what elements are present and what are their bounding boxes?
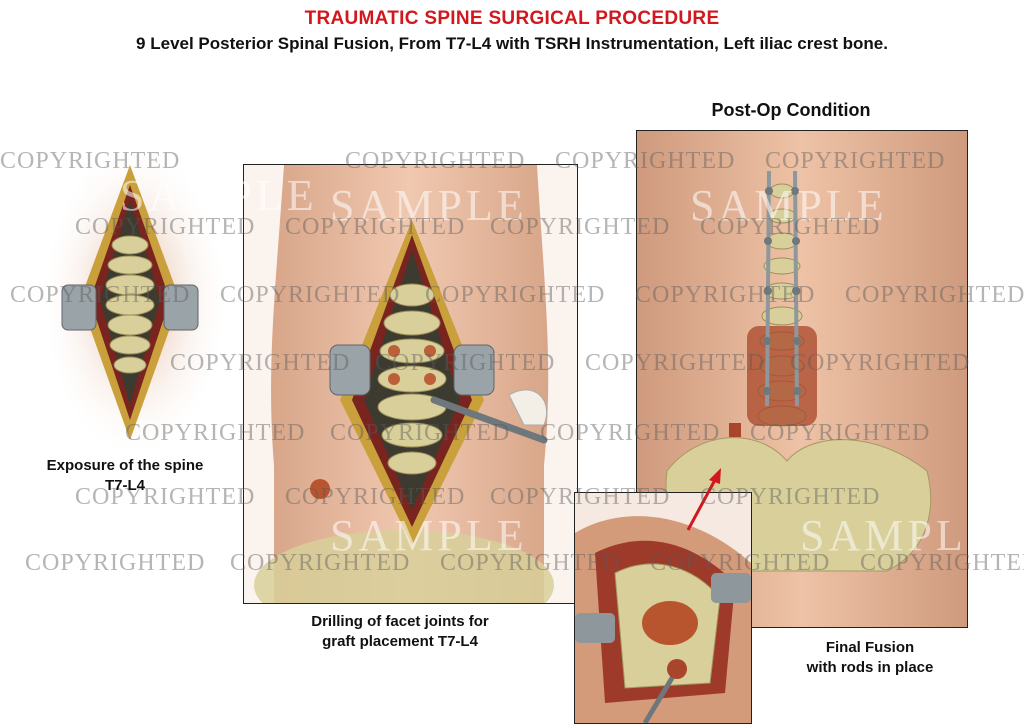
drilling-caption-line2: graft placement T7-L4 bbox=[322, 633, 478, 650]
postop-title: Post-Op Condition bbox=[711, 100, 871, 120]
iliac-crest-inset bbox=[574, 492, 752, 724]
fusion-caption: Final Fusion with rods in place bbox=[770, 638, 970, 678]
page-subtitle: 9 Level Posterior Spinal Fusion, From T7… bbox=[136, 34, 888, 53]
drilling-caption-line1: Drilling of facet joints for bbox=[311, 613, 489, 630]
fusion-caption-line1: Final Fusion bbox=[825, 639, 915, 656]
exposure-caption-line2: T7-L4 bbox=[104, 477, 145, 494]
exposure-caption: Exposure of the spine T7-L4 bbox=[20, 456, 230, 496]
drilling-panel bbox=[243, 164, 578, 604]
exposure-illustration bbox=[50, 150, 230, 450]
exposure-caption-line1: Exposure of the spine bbox=[46, 457, 204, 474]
page-title: TRAUMATIC SPINE SURGICAL PROCEDURE bbox=[304, 8, 720, 29]
drilling-caption: Drilling of facet joints for graft place… bbox=[270, 612, 530, 652]
fusion-caption-line2: with rods in place bbox=[806, 659, 934, 676]
